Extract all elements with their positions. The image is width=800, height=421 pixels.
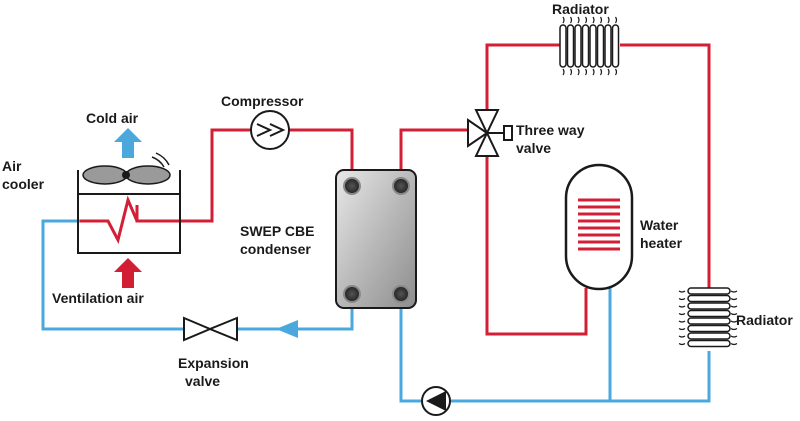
label-radiator-side: Radiator (736, 312, 793, 328)
radiator-heat-wave (607, 68, 610, 76)
radiator-heat-wave (614, 68, 618, 76)
label-expansion-valve-2: valve (185, 373, 220, 389)
air-cooler (77, 170, 181, 254)
radiator-heat-wave (678, 335, 686, 338)
radiator-heat-wave (584, 16, 588, 24)
label-water-heater-2: heater (640, 235, 683, 251)
pipe-condenser-valve (399, 128, 468, 182)
pipe-radiator-top-right (620, 43, 711, 288)
radiator-fin (566, 24, 575, 68)
radiator-heat-wave (584, 68, 588, 76)
radiator-fin (687, 317, 731, 325)
radiator-fin (604, 24, 612, 68)
cold-air-arrow-icon (114, 128, 142, 158)
pipe-condenser-pump (399, 298, 421, 403)
pipe-compressor-aircooler (135, 128, 250, 223)
water-heater (564, 163, 634, 291)
pipe-pump-return (450, 351, 711, 403)
fan-icon (82, 152, 171, 185)
condenser-port (343, 285, 361, 303)
radiator-fin (611, 24, 620, 68)
air-cooler-coil (80, 195, 139, 245)
radiator-heat-wave (577, 16, 580, 24)
ventilation-air-arrow-icon (114, 258, 142, 288)
compressor-icon (250, 110, 290, 150)
radiator-heat-wave (678, 297, 686, 301)
radiator-heat-wave (599, 68, 603, 76)
radiator-heat-wave (730, 342, 738, 346)
radiator-heat-wave (562, 16, 565, 24)
radiator-fin (596, 24, 605, 68)
label-radiator-top: Radiator (552, 1, 609, 17)
radiator-heat-wave (678, 290, 686, 293)
pipe-valve-radiator-top (485, 43, 560, 111)
radiator-heat-wave (599, 16, 603, 24)
cold-water-piping (41, 219, 711, 403)
radiator-fin (687, 309, 731, 318)
radiator-heat-wave (577, 68, 580, 76)
pipe-aircooler-expansion (41, 219, 184, 331)
condenser-body (335, 169, 417, 309)
label-air-cooler-2: cooler (2, 176, 45, 192)
radiator-fin (589, 24, 597, 68)
radiator-side-icon (678, 287, 738, 348)
condenser-port (392, 285, 410, 303)
radiator-fin (559, 24, 567, 68)
condenser-port (343, 177, 361, 195)
swep-cbe-condenser (335, 169, 417, 309)
radiator-heat-wave (592, 68, 595, 76)
hot-water-piping (135, 43, 711, 336)
label-condenser-1: SWEP CBE (240, 223, 314, 239)
pipe-valve-water-heater (485, 156, 588, 336)
label-water-heater-1: Water (640, 217, 679, 233)
radiator-heat-wave (678, 342, 686, 346)
label-cold-air: Cold air (86, 110, 139, 126)
label-condenser-2: condenser (240, 241, 311, 257)
radiator-heat-wave (614, 16, 618, 24)
radiator-heat-wave (592, 16, 595, 24)
label-air-cooler-1: Air (2, 158, 22, 174)
radiator-fin (687, 287, 731, 295)
radiator-heat-wave (730, 290, 738, 293)
label-expansion-valve-1: Expansion (178, 355, 249, 371)
radiator-heat-wave (678, 327, 686, 331)
radiator-heat-wave (730, 305, 738, 308)
radiator-heat-wave (607, 16, 610, 24)
label-compressor: Compressor (221, 93, 304, 109)
flow-direction-arrow (276, 320, 298, 338)
pump-icon (421, 386, 451, 416)
radiator-heat-wave (730, 335, 738, 338)
radiator-fin (687, 332, 731, 340)
radiator-top-icon (559, 16, 620, 76)
radiator-heat-wave (678, 305, 686, 308)
radiator-heat-wave (730, 297, 738, 301)
radiator-fin (581, 24, 590, 68)
radiator-fin (687, 324, 731, 333)
radiator-fin (574, 24, 582, 68)
label-three-way-valve-2: valve (516, 140, 551, 156)
water-heater-coil (578, 198, 620, 251)
condenser-port (392, 177, 410, 195)
expansion-valve-icon (183, 316, 238, 342)
radiator-heat-wave (569, 68, 573, 76)
pipe-compressor-condenser (290, 128, 354, 182)
radiator-heat-wave (569, 16, 573, 24)
radiator-heat-wave (730, 312, 738, 316)
radiator-heat-wave (730, 320, 738, 323)
radiator-fin (687, 294, 731, 303)
three-way-valve-icon (467, 109, 513, 157)
radiator-heat-wave (730, 327, 738, 331)
label-ventilation-air: Ventilation air (52, 290, 144, 306)
radiator-heat-wave (678, 320, 686, 323)
radiator-heat-wave (678, 312, 686, 316)
radiator-heat-wave (562, 68, 565, 76)
air-cooler-housing (77, 170, 181, 254)
label-three-way-valve-1: Three way (516, 122, 585, 138)
radiator-fin (687, 302, 731, 310)
radiator-fin (687, 339, 731, 348)
